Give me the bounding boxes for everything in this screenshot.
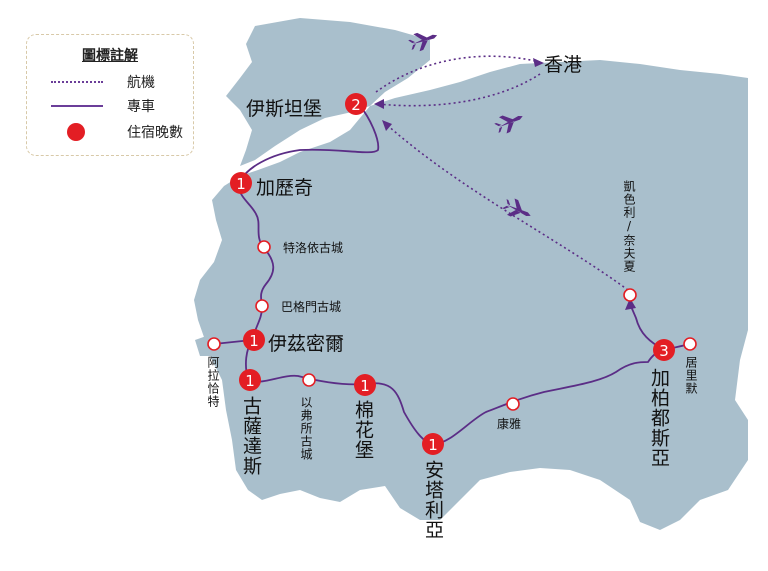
night-count: 3 [659,342,669,360]
stop-marker-ephesus [302,373,316,387]
flight-arrowhead [382,120,392,131]
place-label-alacati: 阿拉恰特 [206,356,220,408]
land-anatolia [194,60,748,530]
legend-label: 住宿晚數 [127,125,183,141]
night-marker-pamukkale: 1 [354,374,376,396]
night-marker-gallipoli: 1 [230,172,252,194]
flight-line-icon [51,81,103,83]
red-dot-icon [67,123,85,141]
stop-marker-kayseri [623,288,637,302]
place-label-istanbul: 伊斯坦堡 [246,98,323,120]
night-marker-kusadasi: 1 [239,369,261,391]
stop-marker-troy [257,240,271,254]
night-marker-antalya: 1 [422,433,444,455]
place-label-kusadasi: 古薩達斯 [240,396,262,476]
land-thrace [226,18,430,166]
night-count: 2 [351,96,361,114]
flight-arrowhead [374,99,384,109]
legend-item-coach: 專車 [39,95,189,117]
place-label-kayseri: 凱色利/奈夫夏 [622,180,636,273]
night-marker-izmir: 1 [243,329,265,351]
airplane-icon [408,32,438,52]
flight-arrowhead [533,58,544,67]
night-count: 1 [428,436,438,454]
map-legend: 圖標註解 航機 專車 住宿晚數 [26,34,194,156]
place-label-izmir: 伊茲密爾 [268,333,345,355]
place-label-cappadocia: 加柏都斯亞 [648,368,670,468]
airplane-icon [494,115,523,134]
place-label-konya: 康雅 [497,417,522,431]
night-count: 1 [360,377,370,395]
flight-route-kayseri-istanbul [385,123,629,291]
night-count: 1 [245,372,255,390]
legend-title: 圖標註解 [82,48,138,64]
place-label-antalya: 安塔利亞 [422,460,444,540]
place-label-ephesus: 以弗所古城 [299,396,313,461]
night-count: 1 [236,175,246,193]
flight-route-hk-out [375,55,541,93]
route-arrowhead [625,298,636,310]
stop-marker-alacati [207,337,221,351]
place-label-pamukkale: 棉花堡 [352,400,374,460]
stop-marker-konya [506,397,520,411]
night-count: 1 [249,332,259,350]
stop-marker-pergamon [255,299,269,313]
airplane-icon [502,198,531,217]
place-label-troy: 特洛依古城 [283,241,344,255]
legend-label: 航機 [127,75,155,91]
night-marker-istanbul: 2 [345,93,367,115]
stop-marker-goreme [683,337,697,351]
legend-label: 專車 [127,99,155,115]
place-label-hongkong: 香港 [544,54,583,76]
coach-line-icon [51,105,103,107]
place-label-goreme: 居里默 [684,356,698,395]
place-label-gallipoli: 加歷奇 [256,177,314,199]
legend-item-flight: 航機 [39,71,189,93]
flight-route-hk-back [377,73,541,107]
place-label-pergamon: 巴格門古城 [281,300,342,314]
legend-item-nights: 住宿晚數 [39,121,189,143]
night-marker-cappadocia: 3 [653,339,675,361]
